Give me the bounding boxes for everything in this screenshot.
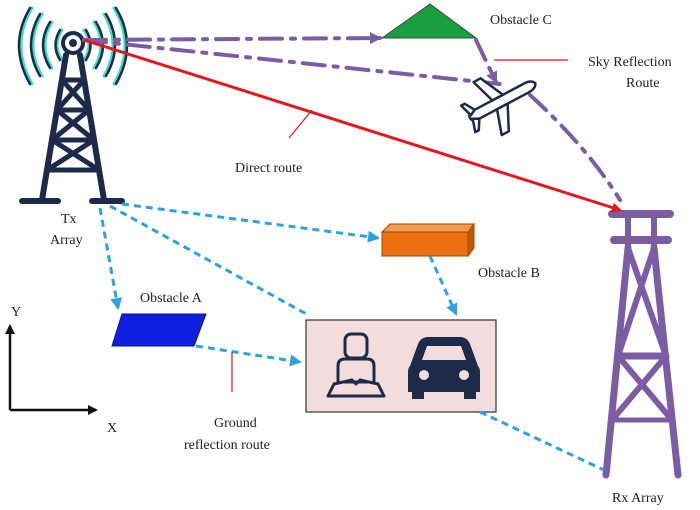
obstacle-c-shape (380, 3, 478, 39)
label-sky-reflection-2: Route (626, 76, 659, 91)
label-tx-1: Tx (61, 212, 77, 227)
sky-reflection-route (82, 32, 622, 202)
person-icon (326, 332, 386, 398)
label-axis-y: Y (11, 305, 21, 320)
airplane-icon (459, 77, 537, 137)
direct-route-arrow (83, 38, 622, 213)
receive-tower-icon (602, 210, 682, 479)
label-direct-route: Direct route (235, 161, 302, 176)
label-ground-2: reflection route (184, 438, 270, 453)
label-axis-x: X (107, 421, 117, 436)
direct-route-leader (288, 109, 313, 139)
label-obstacle-a: Obstacle A (140, 291, 203, 306)
transmit-tower-icon (17, 6, 129, 204)
label-rx-array: Rx Array (612, 491, 664, 506)
label-tx-2: Array (50, 233, 83, 248)
axes (4, 324, 98, 415)
car-icon (408, 337, 480, 399)
obstacle-a-shape (111, 313, 207, 347)
ground-reflection-route (98, 202, 605, 472)
label-obstacle-c: Obstacle C (490, 13, 552, 28)
label-obstacle-b: Obstacle B (478, 266, 540, 281)
label-ground-1: Ground (214, 416, 257, 431)
obstacle-b-shape (380, 222, 475, 258)
label-sky-reflection-1: Sky Reflection (588, 55, 672, 70)
